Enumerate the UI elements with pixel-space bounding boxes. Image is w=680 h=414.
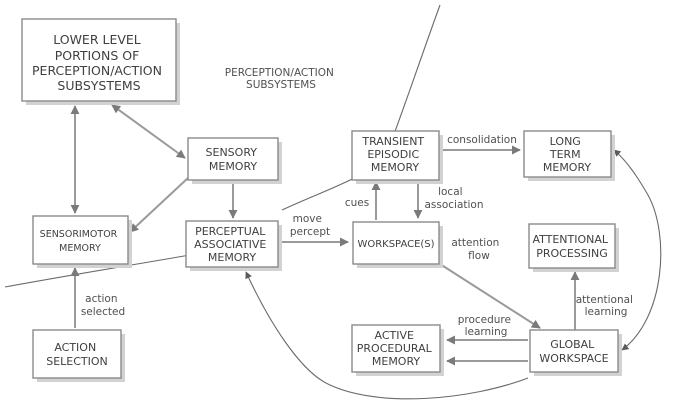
label-move-percept: move percept — [290, 213, 330, 238]
box-long-term-memory-text: LONG TERM MEMORY — [543, 135, 592, 174]
box-lower-level-text: LOWER LEVEL PORTIONS OF PERCEPTION/ACTIO… — [32, 32, 166, 93]
region-label: PERCEPTION/ACTION SUBSYSTEMS — [225, 67, 338, 91]
box-long-term-memory: LONG TERM MEMORY — [523, 130, 615, 181]
box-workspace: WORKSPACE(S) — [352, 221, 443, 268]
label-procedure-learning: procedure learning — [458, 314, 515, 338]
box-sensorimotor-memory-text: SENSORIMOTOR MEMORY — [40, 229, 121, 254]
box-attentional-processing: ATTENTIONAL PROCESSING — [528, 223, 619, 272]
box-sensorimotor-memory: SENSORIMOTOR MEMORY — [32, 215, 132, 268]
edge-global-perceptual-curve — [245, 271, 529, 400]
edge-sensory-sensorimotor — [129, 177, 189, 233]
edge-lower-sensory — [111, 104, 186, 159]
edge-workspace-global — [439, 263, 541, 329]
label-attention-flow: attention flow — [451, 237, 502, 262]
label-attentional-learning: attentional learning — [576, 294, 637, 318]
box-perceptual-associative: PERCEPTUAL ASSOCIATIVE MEMORY — [185, 220, 282, 271]
box-workspace-text: WORKSPACE(S) — [357, 239, 434, 250]
label-action-selected: action selected — [81, 293, 125, 318]
box-transient-episodic: TRANSIENT EPISODIC MEMORY — [351, 130, 443, 184]
box-global-workspace: GLOBAL WORKSPACE — [529, 329, 622, 376]
label-local-association: local association — [424, 186, 483, 211]
box-active-procedural: ACTIVE PROCEDURAL MEMORY — [351, 324, 444, 376]
box-action-selection-text: ACTION SELECTION — [46, 341, 108, 368]
box-lower-level: LOWER LEVEL PORTIONS OF PERCEPTION/ACTIO… — [21, 18, 180, 105]
label-consolidation: consolidation — [447, 134, 517, 146]
edges — [70, 104, 662, 400]
box-global-workspace-text: GLOBAL WORKSPACE — [539, 338, 608, 365]
edge-global-longterm-curve — [613, 149, 662, 351]
box-sensory-memory-text: SENSORY MEMORY — [206, 146, 261, 173]
box-attentional-processing-text: ATTENTIONAL PROCESSING — [532, 233, 611, 260]
label-cues: cues — [345, 197, 369, 209]
box-transient-episodic-text: TRANSIENT EPISODIC MEMORY — [361, 135, 427, 174]
box-perceptual-associative-text: PERCEPTUAL ASSOCIATIVE MEMORY — [194, 225, 270, 264]
box-active-procedural-text: ACTIVE PROCEDURAL MEMORY — [357, 329, 435, 368]
box-sensory-memory: SENSORY MEMORY — [187, 137, 282, 184]
box-action-selection: ACTION SELECTION — [32, 329, 125, 382]
